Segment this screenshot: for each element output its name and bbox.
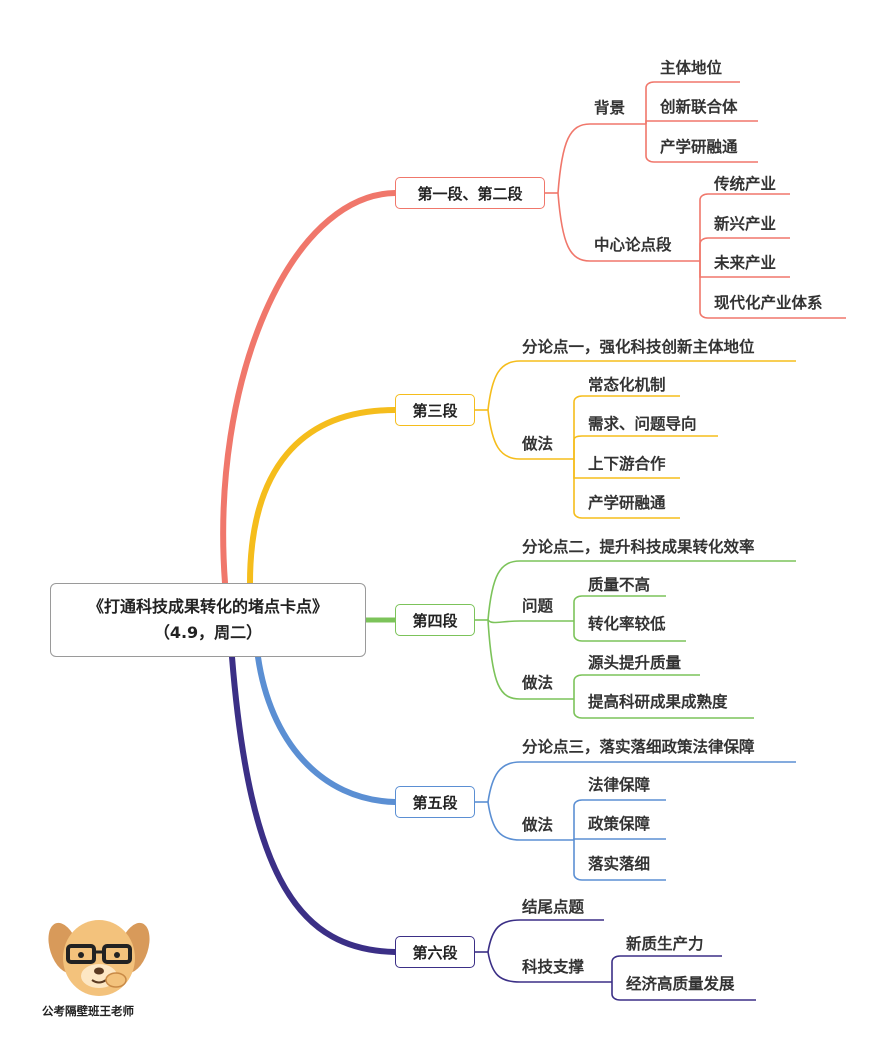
- section-4-node[interactable]: 第四段: [395, 604, 475, 636]
- s4-zuofa-item-2: 提高科研成果成熟度: [588, 693, 728, 711]
- s6-keji-item-1: 新质生产力: [626, 935, 704, 953]
- s5-zuofa-item-2: 政策保障: [588, 815, 651, 833]
- root-title: 《打通科技成果转化的堵点卡点》: [87, 597, 328, 616]
- s6-keji-label: 科技支撑: [522, 958, 585, 976]
- s4-wenti-item-1: 质量不高: [588, 576, 651, 594]
- author-label: 公考隔壁班王老师: [42, 1004, 134, 1018]
- s5-zuofa-item-3: 落实落细: [588, 855, 651, 873]
- s4-zuofa-item-1: 源头提升质量: [588, 654, 682, 672]
- s3-zuofa-label: 做法: [522, 435, 554, 453]
- s3-zuofa-item-1: 常态化机制: [588, 376, 666, 394]
- s1-zhongxin-item-1: 传统产业: [714, 175, 777, 193]
- s6-keji-item-2: 经济高质量发展: [626, 975, 735, 993]
- section-5-node[interactable]: 第五段: [395, 786, 475, 818]
- section-6-node[interactable]: 第六段: [395, 936, 475, 968]
- s3-zuofa-item-2: 需求、问题导向: [588, 415, 697, 433]
- dog-avatar: [48, 920, 150, 996]
- s1-zhongxin-item-4: 现代化产业体系: [714, 294, 823, 312]
- trunk-purple: [229, 654, 398, 955]
- s5-zuofa-item-1: 法律保障: [588, 776, 651, 794]
- root-topic[interactable]: 《打通科技成果转化的堵点卡点》 （4.9，周二）: [50, 583, 366, 657]
- section-1-2-node[interactable]: 第一段、第二段: [395, 177, 545, 209]
- s1-beijing-item-3: 产学研融通: [660, 138, 738, 156]
- s3-zuofa-item-3: 上下游合作: [588, 455, 666, 473]
- trunk-yellow: [247, 407, 398, 586]
- s6-jiewei: 结尾点题: [522, 898, 585, 916]
- root-subtitle: （4.9，周二）: [153, 623, 263, 642]
- s1-beijing-item-1: 主体地位: [660, 59, 723, 77]
- s1-beijing-item-2: 创新联合体: [660, 98, 738, 116]
- trunk-red: [220, 190, 398, 586]
- s4-zuofa-label: 做法: [522, 674, 554, 692]
- s1-beijing-label: 背景: [594, 99, 626, 117]
- s1-zhongxin-item-3: 未来产业: [714, 254, 777, 272]
- s4-wenti-item-2: 转化率较低: [588, 615, 666, 633]
- s1-zhongxin-item-2: 新兴产业: [714, 215, 777, 233]
- s3-zuofa-item-4: 产学研融通: [588, 494, 666, 512]
- s3-point: 分论点一，强化科技创新主体地位: [522, 338, 755, 356]
- s5-point: 分论点三，落实落细政策法律保障: [522, 738, 755, 756]
- s5-zuofa-label: 做法: [522, 816, 554, 834]
- s4-wenti-label: 问题: [522, 597, 554, 615]
- trunk-blue: [255, 654, 398, 805]
- s4-point: 分论点二，提升科技成果转化效率: [522, 538, 755, 556]
- section-3-node[interactable]: 第三段: [395, 394, 475, 426]
- s1-zhongxin-label: 中心论点段: [594, 236, 672, 254]
